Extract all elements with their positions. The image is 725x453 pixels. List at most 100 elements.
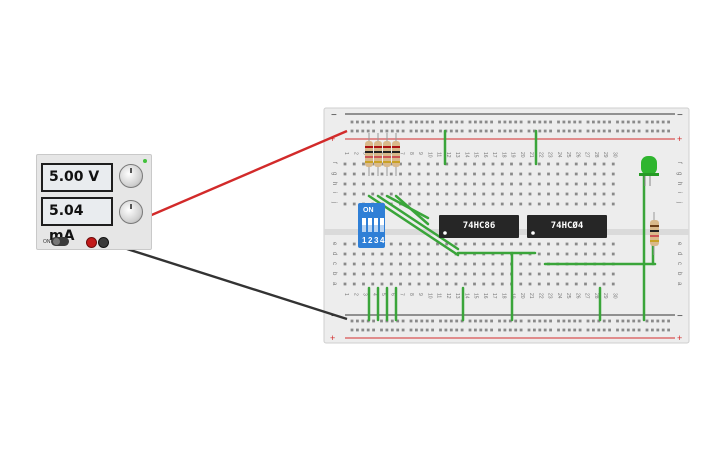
breadboard-hole[interactable]	[362, 272, 365, 276]
breadboard-hole[interactable]	[380, 129, 383, 133]
breadboard-hole[interactable]	[352, 172, 356, 176]
breadboard-hole[interactable]	[567, 129, 571, 133]
breadboard-hole[interactable]	[474, 319, 477, 323]
breadboard-hole[interactable]	[611, 202, 615, 206]
breadboard-hole[interactable]	[597, 120, 601, 124]
breadboard-hole[interactable]	[445, 192, 449, 196]
breadboard-hole[interactable]	[473, 202, 476, 206]
breadboard-hole[interactable]	[473, 192, 476, 196]
breadboard-hole[interactable]	[565, 272, 569, 276]
breadboard-hole[interactable]	[343, 182, 347, 186]
breadboard-hole[interactable]	[426, 272, 430, 276]
breadboard-hole[interactable]	[482, 282, 486, 286]
breadboard-hole[interactable]	[608, 129, 611, 133]
breadboard-hole[interactable]	[519, 202, 523, 206]
breadboard-hole[interactable]	[389, 282, 393, 286]
breadboard-hole[interactable]	[645, 120, 649, 124]
breadboard-hole[interactable]	[399, 182, 402, 186]
breadboard-hole[interactable]	[500, 172, 504, 176]
breadboard-hole[interactable]	[408, 262, 412, 266]
led[interactable]	[639, 156, 659, 186]
breadboard-hole[interactable]	[637, 319, 641, 323]
breadboard-hole[interactable]	[362, 192, 365, 196]
breadboard-hole[interactable]	[408, 252, 412, 256]
breadboard-hole[interactable]	[573, 129, 577, 133]
breadboard-hole[interactable]	[455, 319, 459, 323]
breadboard-hole[interactable]	[632, 328, 636, 332]
breadboard-hole[interactable]	[500, 162, 504, 166]
breadboard-hole[interactable]	[425, 120, 429, 124]
breadboard-hole[interactable]	[538, 328, 542, 332]
breadboard-hole[interactable]	[500, 202, 504, 206]
breadboard-hole[interactable]	[616, 328, 619, 332]
breadboard-hole[interactable]	[557, 328, 560, 332]
breadboard-hole[interactable]	[460, 129, 464, 133]
breadboard-hole[interactable]	[537, 172, 541, 176]
breadboard-hole[interactable]	[584, 242, 587, 246]
breadboard-hole[interactable]	[417, 172, 421, 176]
led-resistor[interactable]	[650, 212, 659, 255]
breadboard-hole[interactable]	[490, 129, 493, 133]
breadboard-hole[interactable]	[632, 319, 636, 323]
breadboard-hole[interactable]	[385, 129, 389, 133]
breadboard-hole[interactable]	[626, 328, 630, 332]
breadboard-hole[interactable]	[500, 192, 504, 196]
breadboard-hole[interactable]	[366, 328, 370, 332]
breadboard-hole[interactable]	[608, 120, 611, 124]
breadboard-hole[interactable]	[593, 162, 597, 166]
breadboard-hole[interactable]	[491, 282, 495, 286]
breadboard-hole[interactable]	[611, 162, 615, 166]
breadboard-hole[interactable]	[389, 192, 393, 196]
breadboard-hole[interactable]	[415, 129, 418, 133]
breadboard-hole[interactable]	[500, 242, 504, 246]
breadboard-hole[interactable]	[343, 282, 347, 286]
breadboard-hole[interactable]	[490, 328, 493, 332]
breadboard-hole[interactable]	[574, 172, 578, 176]
breadboard-hole[interactable]	[528, 162, 532, 166]
breadboard-hole[interactable]	[361, 120, 365, 124]
current-knob[interactable]	[119, 200, 143, 224]
breadboard-hole[interactable]	[361, 319, 365, 323]
breadboard-hole[interactable]	[350, 319, 354, 323]
breadboard-hole[interactable]	[417, 162, 421, 166]
breadboard-hole[interactable]	[352, 162, 356, 166]
breadboard-hole[interactable]	[547, 182, 550, 186]
breadboard-hole[interactable]	[602, 129, 606, 133]
breadboard-hole[interactable]	[491, 182, 495, 186]
breadboard-hole[interactable]	[473, 182, 476, 186]
breadboard-hole[interactable]	[656, 129, 660, 133]
breadboard-hole[interactable]	[352, 272, 356, 276]
breadboard-hole[interactable]	[611, 172, 615, 176]
breadboard-hole[interactable]	[454, 282, 458, 286]
breadboard-hole[interactable]	[399, 262, 402, 266]
breadboard-hole[interactable]	[498, 328, 501, 332]
breadboard-hole[interactable]	[602, 282, 606, 286]
breadboard-hole[interactable]	[389, 252, 393, 256]
breadboard-hole[interactable]	[417, 182, 421, 186]
breadboard-hole[interactable]	[626, 129, 630, 133]
breadboard-hole[interactable]	[584, 202, 587, 206]
breadboard-hole[interactable]	[420, 319, 424, 323]
breadboard-hole[interactable]	[562, 319, 566, 323]
breadboard-hole[interactable]	[396, 129, 400, 133]
breadboard-hole[interactable]	[565, 172, 569, 176]
breadboard-hole[interactable]	[463, 162, 467, 166]
breadboard-hole[interactable]	[454, 162, 458, 166]
breadboard-hole[interactable]	[519, 192, 523, 196]
breadboard-hole[interactable]	[528, 172, 532, 176]
breadboard-hole[interactable]	[474, 328, 477, 332]
breadboard-hole[interactable]	[549, 319, 552, 323]
breadboard-hole[interactable]	[399, 272, 402, 276]
breadboard-hole[interactable]	[514, 129, 518, 133]
breadboard-hole[interactable]	[645, 319, 649, 323]
breadboard-hole[interactable]	[621, 319, 625, 323]
breadboard-hole[interactable]	[445, 272, 449, 276]
breadboard-hole[interactable]	[514, 319, 518, 323]
breadboard-hole[interactable]	[602, 242, 606, 246]
breadboard-hole[interactable]	[366, 319, 370, 323]
breadboard-hole[interactable]	[409, 120, 413, 124]
breadboard-hole[interactable]	[593, 242, 597, 246]
breadboard-hole[interactable]	[350, 328, 354, 332]
breadboard-hole[interactable]	[482, 192, 486, 196]
